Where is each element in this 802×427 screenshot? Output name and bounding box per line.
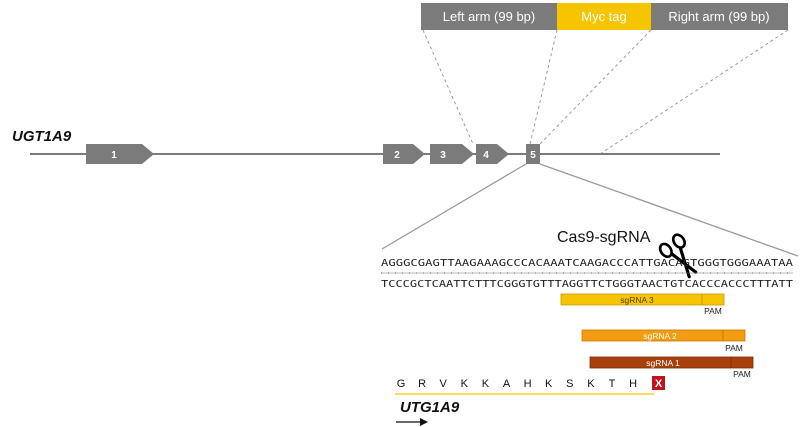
- sgrna-1-pam-box: [730, 356, 754, 369]
- sgrna-2-pam-box: [722, 329, 746, 342]
- exon-5: 5: [526, 144, 540, 164]
- direction-arrow-icon: [396, 418, 428, 426]
- cas9-label: Cas9-sgRNA: [557, 229, 651, 246]
- myc-tag-label: Myc tag: [581, 9, 627, 24]
- exon-2: 2: [383, 144, 425, 164]
- exon-4-label: 4: [483, 150, 489, 161]
- amino-acid: V: [440, 378, 448, 390]
- dna-bottom-strand: TCCCGCTCAATTCTTTCGGGTGTTTAGGTTCTGGGTAACT…: [381, 279, 793, 290]
- exon-1: 1: [86, 144, 154, 164]
- amino-acid: S: [566, 378, 573, 390]
- exon-3: 3: [430, 144, 474, 164]
- amino-acid: K: [461, 378, 469, 390]
- transcript-label: UTG1A9: [400, 399, 460, 416]
- gene-label: UGT1A9: [12, 128, 72, 145]
- sgrna-3: sgRNA 3 PAM: [560, 293, 725, 316]
- donor-template: Left arm (99 bp) Myc tag Right arm (99 b…: [421, 3, 788, 30]
- exon-3-label: 3: [440, 150, 446, 161]
- exon-1-label: 1: [111, 150, 117, 161]
- sgrna-2-pam-label: PAM: [725, 343, 743, 353]
- zoom-lines: [381, 163, 799, 257]
- amino-acid: K: [545, 378, 553, 390]
- exon-2-label: 2: [394, 150, 400, 161]
- stop-codon: X: [652, 376, 665, 390]
- sgrna-3-pam-box: [701, 293, 725, 306]
- sgrna-3-pam-label: PAM: [704, 306, 722, 316]
- sgrna-2-label: sgRNA 2: [643, 331, 677, 341]
- sgrna-1-pam-label: PAM: [733, 369, 751, 379]
- myc-tag-box: [557, 3, 651, 30]
- dna-top-strand: AGGGCGAGTTAAGAAAGCCCACAAATCAAGACCCATTGAC…: [381, 258, 793, 269]
- right-arm-label: Right arm (99 bp): [668, 9, 769, 24]
- donor-projection-lines: [422, 29, 789, 155]
- sgrna-1-label: sgRNA 1: [646, 358, 680, 368]
- amino-acid: K: [587, 378, 595, 390]
- sgrna-3-label: sgRNA 3: [620, 295, 654, 305]
- scissors-icon: [658, 233, 698, 279]
- amino-acid: H: [629, 378, 637, 390]
- right-arm-box: [651, 3, 788, 30]
- amino-acid: H: [524, 378, 532, 390]
- stop-codon-mark: X: [655, 378, 663, 390]
- left-arm-box: [421, 3, 557, 30]
- sgrna-2: sgRNA 2 PAM: [581, 329, 746, 353]
- amino-acid: G: [397, 378, 406, 390]
- amino-acid: T: [609, 378, 616, 390]
- exon-5-label: 5: [530, 150, 536, 161]
- amino-acid: R: [418, 378, 426, 390]
- exon-4: 4: [476, 144, 509, 164]
- left-arm-label: Left arm (99 bp): [443, 9, 536, 24]
- sgrna-1: sgRNA 1 PAM: [589, 356, 754, 379]
- amino-acid: A: [503, 378, 511, 390]
- amino-acid: K: [482, 378, 490, 390]
